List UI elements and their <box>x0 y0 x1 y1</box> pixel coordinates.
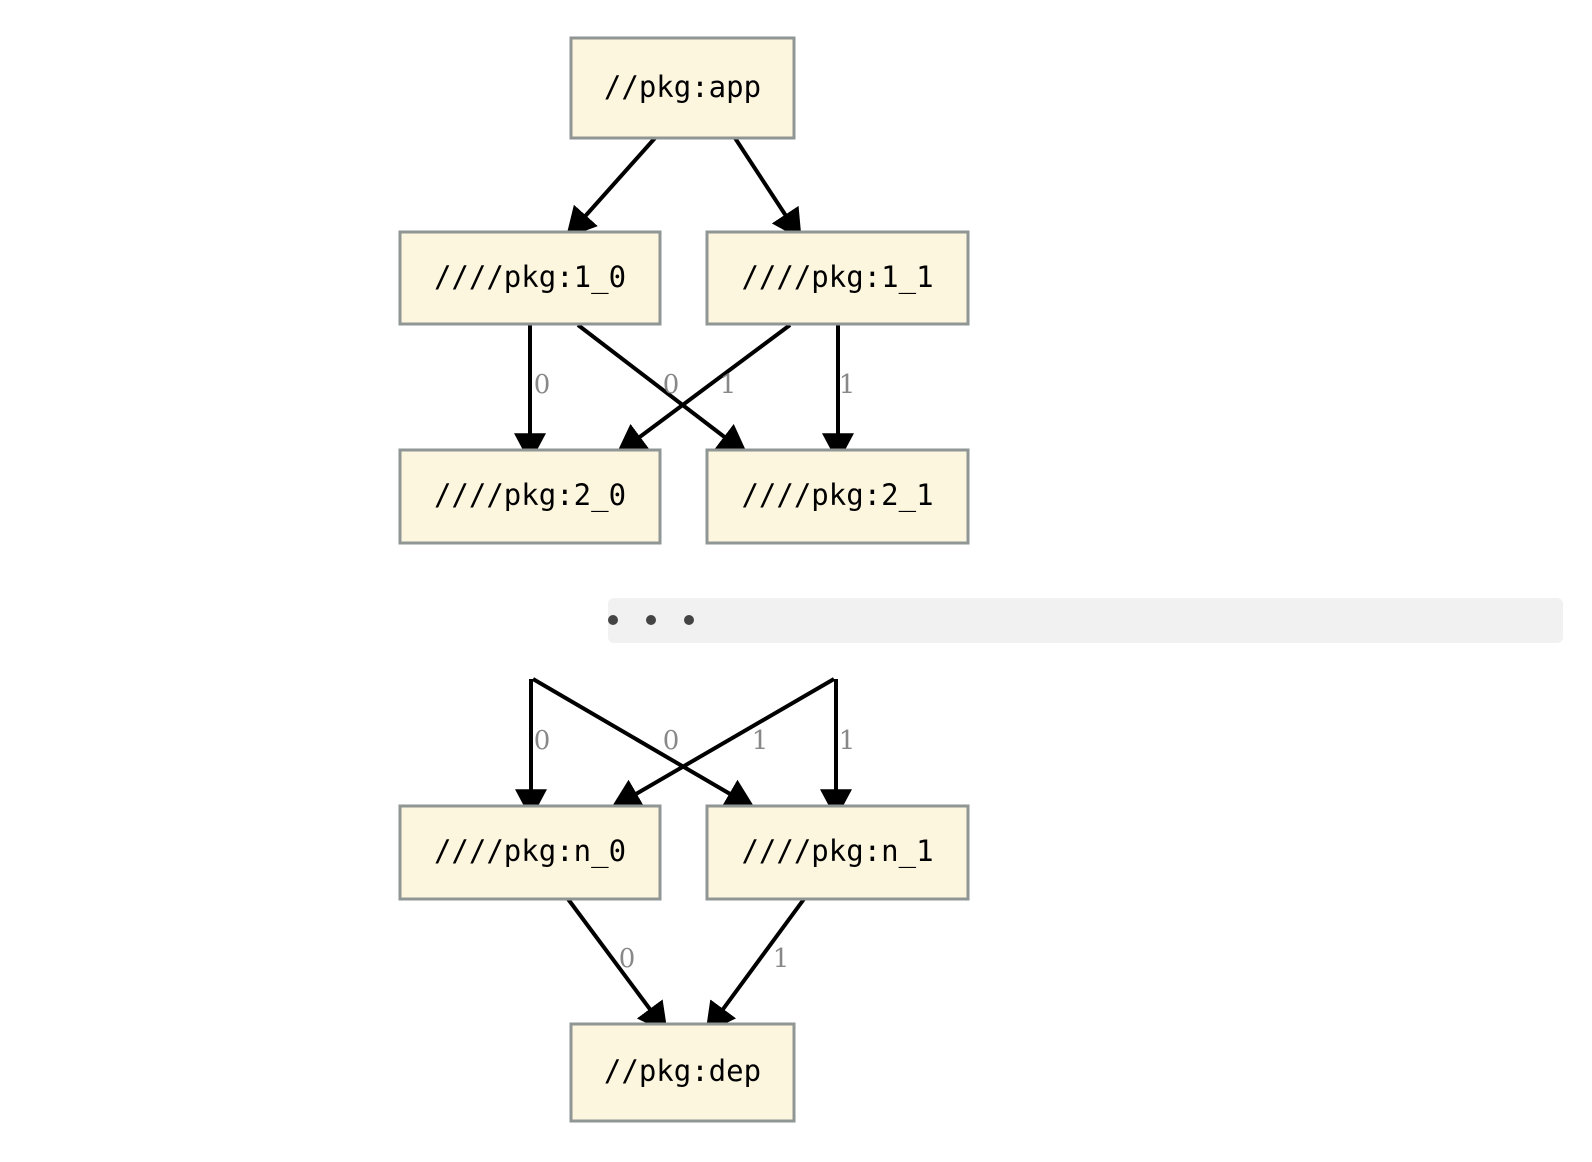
edge-label-pkg-1-1-to-pkg-2-0: 1 <box>720 370 737 400</box>
node-label: ////pkg:n_0 <box>434 834 626 869</box>
node-box[interactable] <box>705 804 970 901</box>
node-pkg-n-1[interactable]: ////pkg:n_1 <box>705 804 970 901</box>
edge-pkg-1-0-to-pkg-2-1 <box>576 323 748 455</box>
node-pkg-1-1[interactable]: ////pkg:1_1 <box>705 230 970 326</box>
edge-label-pkg-1-1-to-pkg-2-1: 1 <box>839 370 856 400</box>
node-pkg-2-0[interactable]: ////pkg:2_0 <box>398 448 662 545</box>
node-pkg-1-0[interactable]: ////pkg:1_0 <box>398 230 662 326</box>
node-pkg-n-0[interactable]: ////pkg:n_0 <box>398 804 662 901</box>
ellipsis-dot-1 <box>608 615 618 625</box>
node-label: //pkg:dep <box>604 1054 761 1088</box>
edge-label-elided-cross-to-pkg-n-0: 1 <box>752 726 769 756</box>
edge-pkg-n-0-to-dep <box>566 897 668 1034</box>
edge-elided-to-pkg-n-1 <box>531 677 756 809</box>
edge-label-pkg-1-0-to-pkg-2-1: 0 <box>663 370 680 400</box>
node-box[interactable] <box>705 448 970 545</box>
node-box[interactable] <box>398 804 662 901</box>
node-layer: //pkg:app ////pkg:1_0 ////pkg:1_1 ////pk… <box>398 36 970 1123</box>
node-box[interactable] <box>705 230 970 326</box>
node-pkg-app[interactable]: //pkg:app <box>569 36 796 140</box>
node-pkg-2-1[interactable]: ////pkg:2_1 <box>705 448 970 545</box>
node-label: ////pkg:n_1 <box>741 834 933 869</box>
edge-label-pkg-n-0-to-dep: 0 <box>619 944 636 974</box>
elision-band-background <box>608 598 1563 643</box>
node-label: ////pkg:1_0 <box>434 260 626 295</box>
edge-label-elided-to-pkg-n-0: 0 <box>534 726 551 756</box>
edge-label-elided-to-pkg-n-1: 0 <box>663 726 680 756</box>
node-box[interactable] <box>569 36 796 140</box>
edge-label-layer: 0 0 1 1 0 0 1 1 0 1 <box>534 370 856 974</box>
node-box[interactable] <box>398 448 662 545</box>
edge-label-elided-cross-to-pkg-n-1: 1 <box>839 726 856 756</box>
node-box[interactable] <box>398 230 662 326</box>
node-label: ////pkg:2_1 <box>741 478 933 513</box>
edge-label-pkg-1-0-to-pkg-2-0: 0 <box>534 370 551 400</box>
edge-app-to-pkg-1-1 <box>733 136 802 240</box>
node-pkg-dep[interactable]: //pkg:dep <box>569 1022 796 1123</box>
node-label: ////pkg:2_0 <box>434 478 626 513</box>
edge-layer <box>514 136 854 1034</box>
node-label: //pkg:app <box>604 70 761 104</box>
graph-elision-band <box>608 598 1563 643</box>
edge-elided-cross-to-pkg-n-0 <box>610 677 836 809</box>
edge-app-to-pkg-1-0 <box>565 136 657 238</box>
node-label: ////pkg:1_1 <box>741 260 933 295</box>
ellipsis-dot-3 <box>684 615 694 625</box>
edge-pkg-1-1-to-pkg-2-0 <box>616 323 792 455</box>
node-box[interactable] <box>569 1022 796 1123</box>
edge-label-pkg-n-1-to-dep: 1 <box>773 944 790 974</box>
edge-pkg-n-1-to-dep <box>705 897 806 1034</box>
ellipsis-dot-2 <box>646 615 656 625</box>
